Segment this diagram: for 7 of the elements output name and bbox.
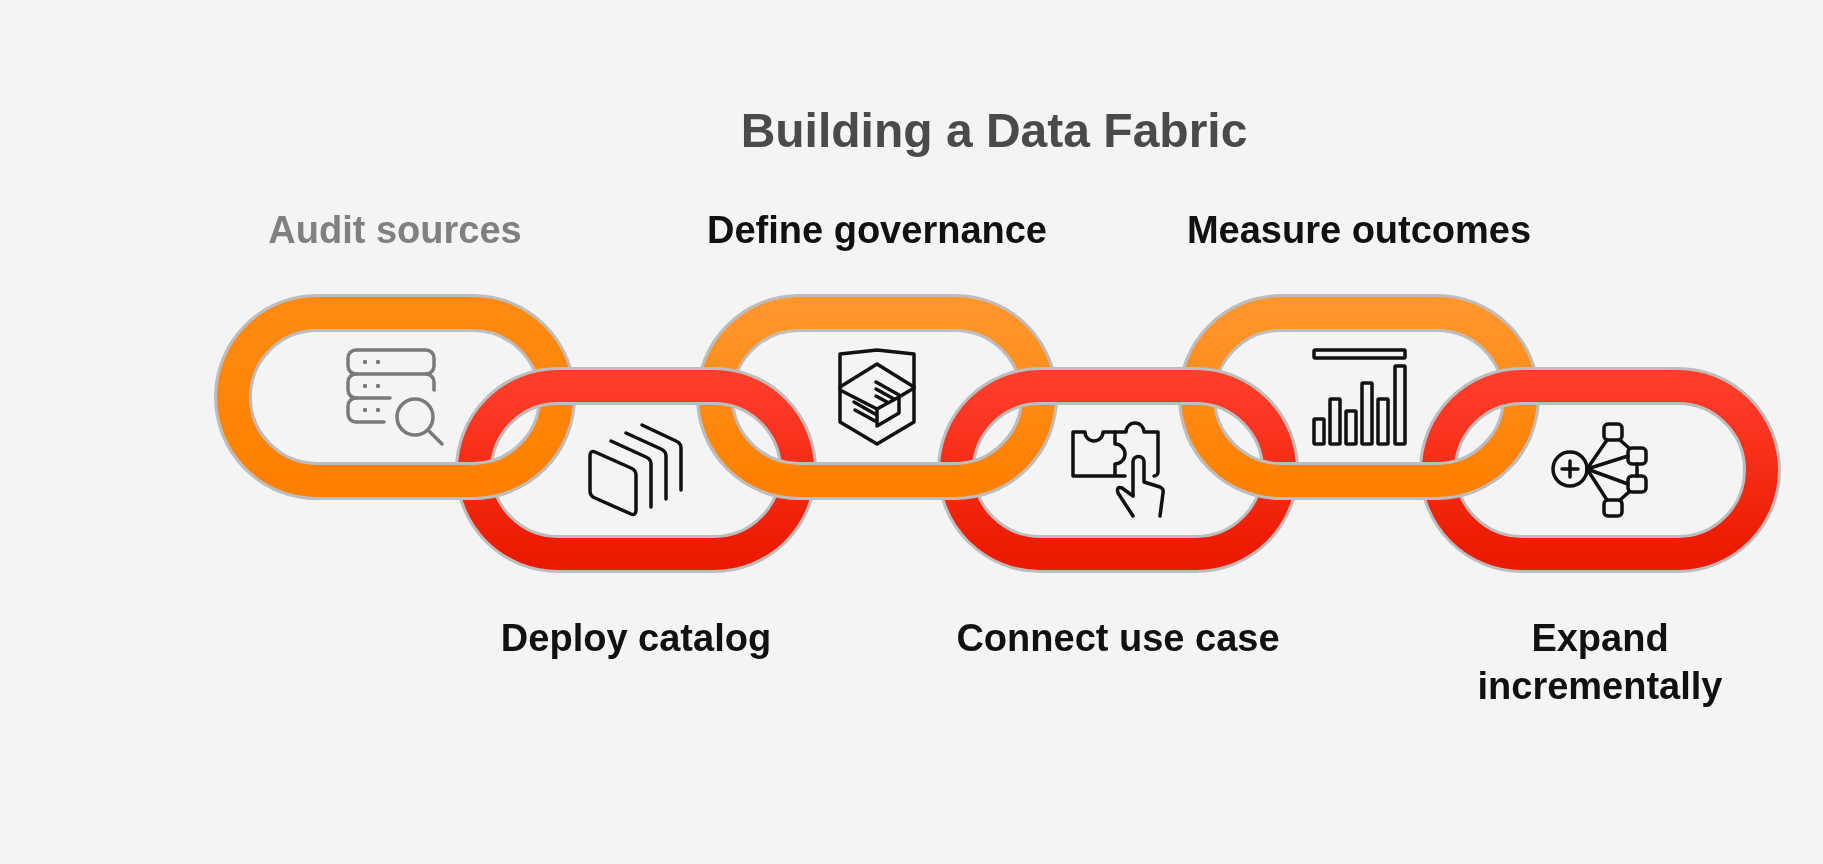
step-label: Connect use case [956,616,1280,661]
step-label: Measure outcomes [1186,208,1532,253]
step-label: Expand incrementally [1476,616,1724,709]
step-label: Audit sources [268,208,522,253]
title: Building a Data Fabric [740,103,1248,159]
step-label: Define governance [707,208,1047,253]
step-label: Deploy catalog [500,616,772,661]
